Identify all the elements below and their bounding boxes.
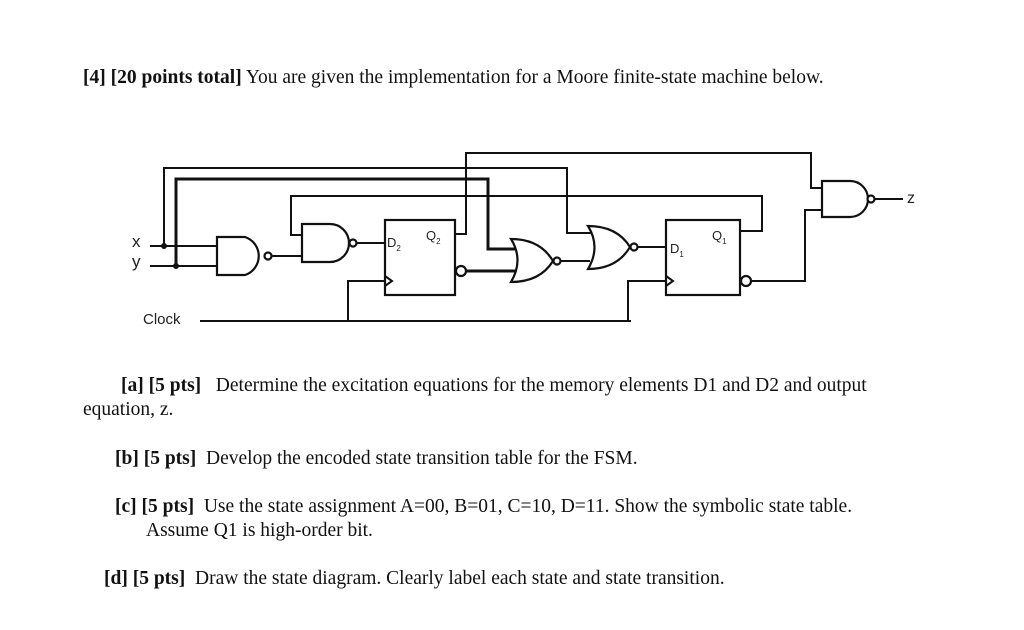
wire-q1-bar — [751, 209, 822, 282]
part-c-label: [c] — [115, 496, 137, 517]
part-c-points: [5 pts] — [141, 496, 195, 517]
wire-y-bus — [174, 177, 516, 266]
part-c: [c] [5 pts] Use the state assignment A=0… — [115, 495, 852, 519]
output-z-label: z — [907, 190, 915, 207]
nand-gate-1 — [215, 235, 273, 277]
nand-gate-output — [820, 179, 876, 219]
part-d-points: [5 pts] — [132, 568, 186, 589]
clock-label: Clock — [143, 311, 181, 328]
part-b-points: [5 pts] — [143, 448, 197, 469]
part-a-label: [a] — [121, 375, 144, 396]
nor-gate-1 — [509, 237, 562, 284]
nand-gate-2 — [300, 222, 358, 264]
part-a-text: Determine the excitation equations for t… — [215, 375, 867, 396]
question-number: [4] — [83, 67, 106, 88]
part-d: [d] [5 pts] Draw the state diagram. Clea… — [104, 567, 725, 591]
input-x-label: x — [132, 232, 141, 251]
wire-clock-ff2 — [347, 280, 385, 321]
question-header: [4] [20 points total] You are given the … — [83, 66, 824, 90]
ff1-d-label: D1 — [670, 241, 684, 259]
wire-clock-ff1 — [627, 280, 666, 321]
part-a-continued: equation, z. — [83, 399, 174, 420]
wire-q2 — [455, 152, 822, 235]
part-b-label: [b] — [115, 448, 139, 469]
part-a-points: [5 pts] — [148, 375, 202, 396]
ff2-q-label: Q2 — [426, 228, 441, 246]
nor-gate-2 — [586, 224, 639, 271]
ff1-q-label: Q1 — [712, 228, 727, 246]
input-y-label: y — [132, 252, 141, 271]
flip-flop-1 — [664, 218, 753, 297]
wire-x-bus — [163, 167, 592, 246]
part-d-label: [d] — [104, 568, 128, 589]
part-b-text: Develop the encoded state transition tab… — [206, 448, 638, 469]
question-points: [20 points total] — [110, 67, 242, 88]
flip-flop-2 — [383, 218, 468, 297]
ff2-d-label: D2 — [387, 235, 401, 253]
part-d-text: Draw the state diagram. Clearly label ea… — [195, 568, 725, 589]
question-text: You are given the implementation for a M… — [245, 67, 824, 88]
part-b: [b] [5 pts] Develop the encoded state tr… — [115, 447, 638, 471]
part-a: [a] [5 pts] Determine the excitation equ… — [121, 374, 867, 398]
part-c-continued: Assume Q1 is high-order bit. — [146, 520, 373, 541]
part-c-text: Use the state assignment A=00, B=01, C=1… — [203, 496, 853, 517]
wire-q1-feedback — [290, 195, 763, 236]
